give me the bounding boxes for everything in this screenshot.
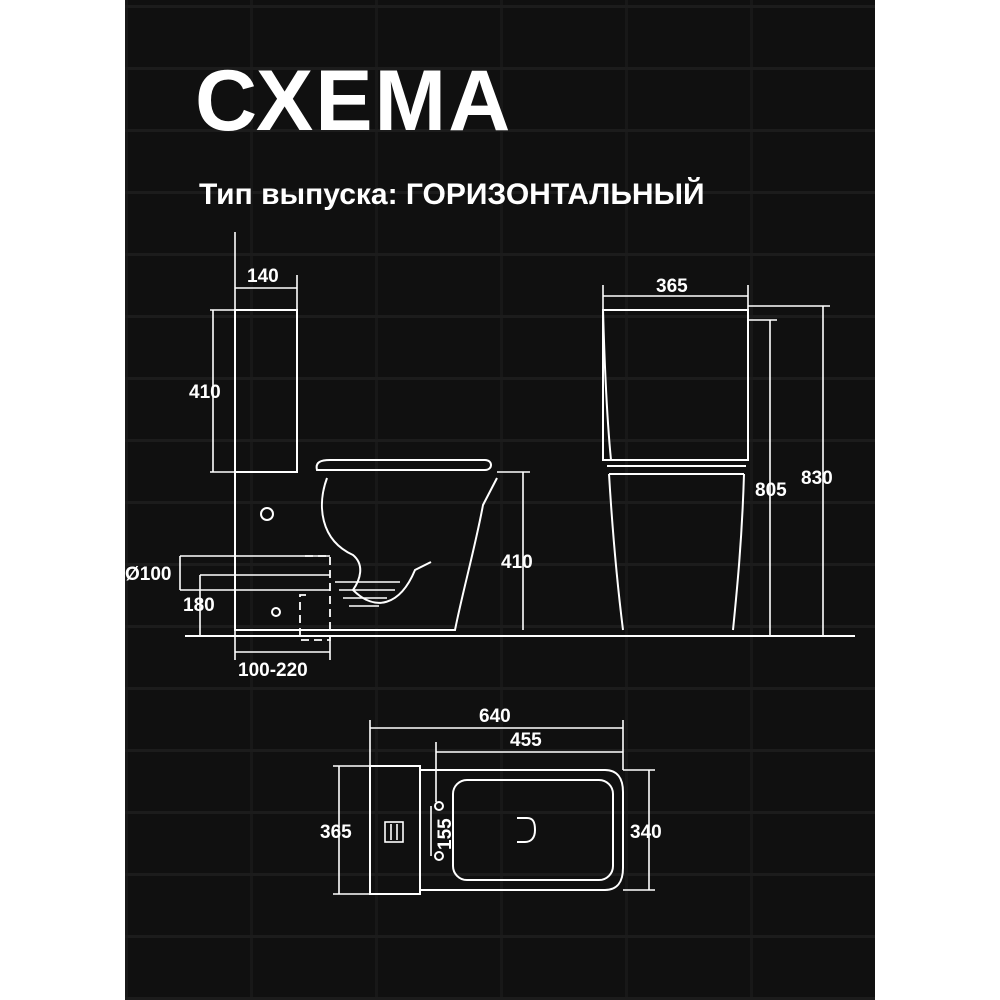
dim-top-width-340: 340 bbox=[630, 822, 662, 843]
top-body-outline bbox=[420, 769, 624, 891]
side-fixing-hole-lower bbox=[271, 607, 281, 617]
dim-top-width-365: 365 bbox=[320, 822, 352, 843]
dim-pipe-height: 180 bbox=[183, 595, 215, 616]
dim-hole-spacing: 155 bbox=[435, 818, 456, 850]
drain-type-subtitle: Тип выпуска: ГОРИЗОНТАЛЬНЫЙ bbox=[199, 178, 705, 211]
side-water-lines bbox=[335, 581, 400, 607]
front-body-left bbox=[608, 473, 624, 631]
front-tank-left-edge bbox=[602, 309, 612, 461]
front-tank-outline bbox=[602, 309, 749, 461]
side-seat bbox=[315, 459, 492, 471]
dim-front-height-830: 830 bbox=[801, 468, 833, 489]
dim-bowl-height: 410 bbox=[501, 552, 533, 573]
side-fixing-hole-upper bbox=[260, 507, 274, 521]
dim-pipe-diameter: Ø100 bbox=[125, 564, 171, 585]
top-flush-button bbox=[384, 821, 404, 843]
side-body-outline bbox=[234, 472, 498, 631]
dim-front-width: 365 bbox=[656, 276, 688, 297]
dim-top-length-640: 640 bbox=[479, 706, 511, 727]
top-view: 640 455 365 155 340 bbox=[320, 706, 662, 895]
side-outlet-pipe bbox=[299, 555, 331, 641]
dim-front-height-805: 805 bbox=[755, 480, 787, 501]
side-view: 140 410 Ø100 180 100-220 410 bbox=[125, 232, 533, 681]
top-bowl-opening bbox=[517, 817, 537, 843]
side-tank-outline bbox=[234, 309, 298, 473]
schematic-panel: СХЕМА Тип выпуска: ГОРИЗОНТАЛЬНЫЙ bbox=[125, 0, 875, 1000]
side-bowl-curve bbox=[321, 477, 432, 604]
front-body-right bbox=[732, 473, 745, 631]
page-title: СХЕМА bbox=[195, 53, 513, 149]
front-view: 365 805 830 bbox=[602, 276, 833, 636]
top-fixing-hole-left bbox=[434, 801, 444, 811]
dim-offset-range: 100-220 bbox=[238, 660, 308, 681]
dim-top-length-455: 455 bbox=[510, 730, 542, 751]
dim-tank-height: 410 bbox=[189, 382, 221, 403]
technical-drawing: 140 410 Ø100 180 100-220 410 bbox=[125, 232, 855, 895]
dim-tank-width: 140 bbox=[247, 266, 279, 287]
top-fixing-hole-right bbox=[434, 851, 444, 861]
top-tank-outline bbox=[369, 765, 421, 895]
top-seat-outline bbox=[452, 779, 614, 881]
